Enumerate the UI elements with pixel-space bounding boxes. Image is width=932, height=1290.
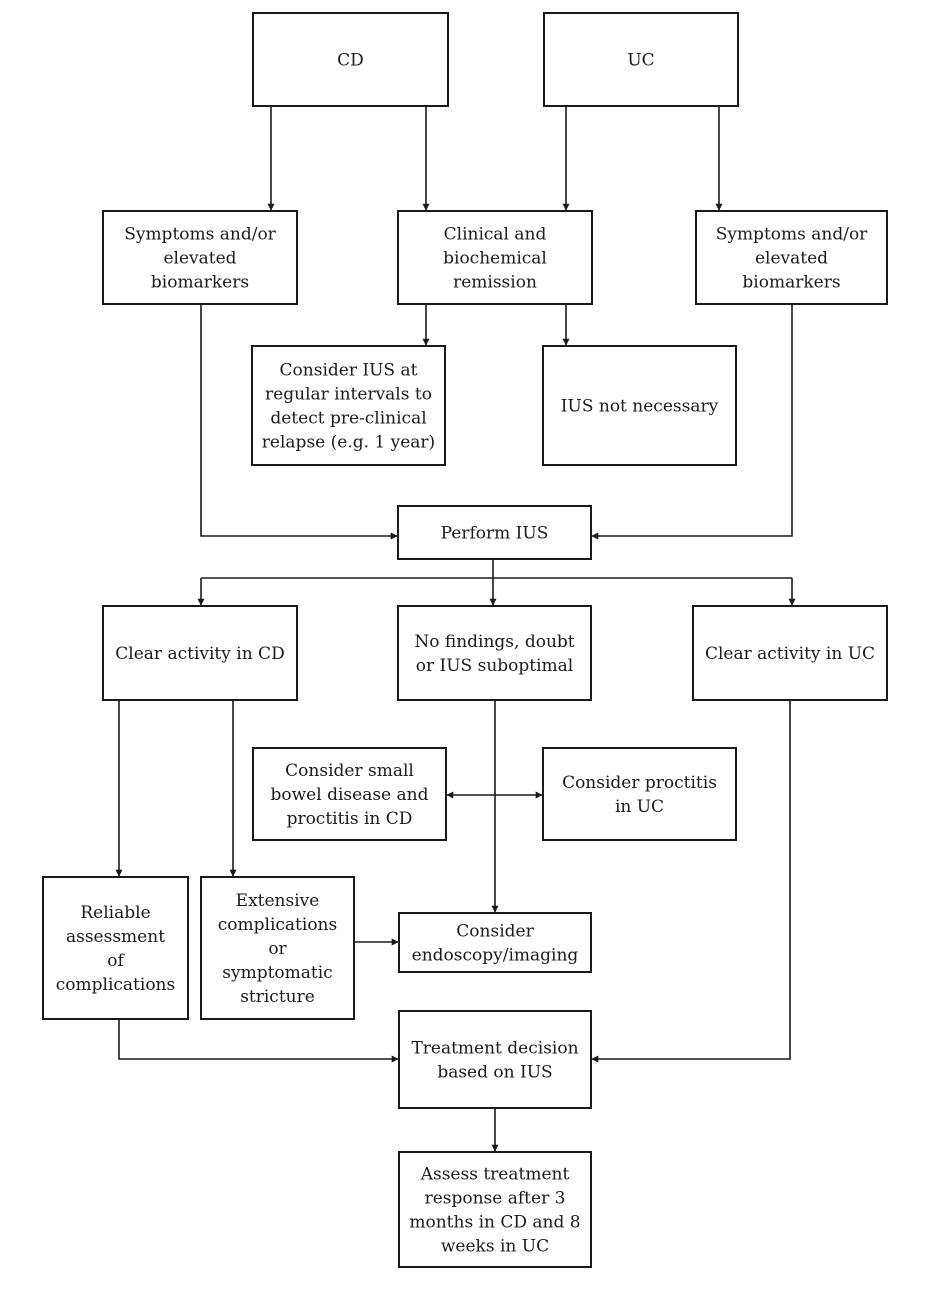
- node-label-line: Consider small: [285, 761, 414, 781]
- node-box: [102, 605, 298, 701]
- node-box: [398, 912, 592, 973]
- node-box: [542, 747, 737, 841]
- node-box: [397, 210, 593, 305]
- node-label-line: Treatment decision: [411, 1039, 578, 1059]
- node-label-line: Clear activity in UC: [705, 644, 875, 664]
- node-label-line: elevated: [755, 249, 828, 269]
- node-clear-cd: Clear activity in CD: [102, 605, 298, 701]
- node-label-line: biomarkers: [742, 273, 840, 293]
- node-label-line: Consider proctitis: [562, 773, 717, 793]
- node-cd-symptoms: Symptoms and/or elevated biomarkers: [102, 210, 298, 305]
- node-label-line: biochemical: [443, 249, 547, 269]
- node-extensive-complications: Extensive complications or symptomatic stric…: [200, 876, 355, 1020]
- node-box: [542, 345, 737, 466]
- node-label-line: complications: [56, 975, 175, 995]
- node-box: [397, 605, 592, 701]
- node-box: [200, 876, 355, 1020]
- node-label-line: in UC: [615, 797, 664, 817]
- node-box: [695, 210, 888, 305]
- node-label-line: Consider: [456, 922, 534, 942]
- node-label-line: proctitis in CD: [287, 809, 413, 829]
- node-box: [42, 876, 189, 1020]
- node-assess-response: Assess treatment response after 3 months i…: [398, 1151, 592, 1268]
- node-box: [102, 210, 298, 305]
- node-small-bowel: Consider small bowel disease and proctitis…: [252, 747, 447, 841]
- nodes-layer: CD UC Symptoms and/or elevated biomarkers Cli…: [42, 12, 888, 1268]
- node-box: [397, 505, 592, 560]
- edge-clear-uc-to-treatment: [591, 700, 791, 1063]
- node-label-line: weeks in UC: [441, 1237, 549, 1257]
- node-clear-uc: Clear activity in UC: [692, 605, 888, 701]
- node-label-line: elevated: [163, 249, 236, 269]
- edge-cd-symptoms-to-perform-ius: [200, 304, 398, 540]
- node-cd: CD: [252, 12, 449, 107]
- edge-reliable-to-treatment: [118, 1019, 399, 1063]
- node-uc: UC: [543, 12, 739, 107]
- node-proctitis-uc: Consider proctitis in UC: [542, 747, 737, 841]
- node-label-line: or IUS suboptimal: [416, 656, 574, 676]
- node-box: [543, 12, 739, 107]
- node-label-line: response after 3: [425, 1189, 566, 1209]
- node-reliable-assessment: Reliable assessment of complications: [42, 876, 189, 1020]
- node-label-line: of: [107, 951, 125, 971]
- edges-layer: [115, 106, 796, 1152]
- node-uc-symptoms: Symptoms and/or elevated biomarkers: [695, 210, 888, 305]
- node-endoscopy: Consider endoscopy/imaging: [398, 912, 592, 973]
- node-label-line: Consider IUS at: [280, 361, 418, 381]
- node-label-line: complications: [218, 915, 337, 935]
- node-label-line: Clear activity in CD: [115, 644, 284, 664]
- node-label-line: assessment: [66, 927, 165, 947]
- node-ius-not-necessary: IUS not necessary: [542, 345, 737, 466]
- node-no-findings: No findings, doubt or IUS suboptimal: [397, 605, 592, 701]
- node-label-line: remission: [453, 273, 537, 293]
- node-box: [252, 12, 449, 107]
- node-label-line: Clinical and: [444, 225, 547, 245]
- node-box: [251, 345, 446, 466]
- node-treatment-decision: Treatment decision based on IUS: [398, 1010, 592, 1109]
- node-label-line: detect pre-clinical: [270, 409, 426, 429]
- node-label-line: UC: [627, 51, 654, 71]
- node-label-line: regular intervals to: [265, 385, 432, 405]
- node-label-line: Extensive: [236, 891, 320, 911]
- node-label-line: Symptoms and/or: [716, 225, 868, 245]
- node-label-line: based on IUS: [437, 1063, 552, 1083]
- node-label-line: biomarkers: [151, 273, 249, 293]
- node-label-line: stricture: [240, 987, 315, 1007]
- node-label-line: Reliable: [80, 903, 150, 923]
- node-label-line: IUS not necessary: [561, 397, 719, 417]
- node-consider-ius-regular: Consider IUS at regular intervals to detec…: [251, 345, 446, 466]
- node-label-line: months in CD and 8: [409, 1213, 580, 1233]
- node-box: [398, 1010, 592, 1109]
- node-label-line: relapse (e.g. 1 year): [262, 433, 435, 453]
- node-box: [252, 747, 447, 841]
- edge-uc-symptoms-to-perform-ius: [591, 304, 793, 540]
- node-perform-ius: Perform IUS: [397, 505, 592, 560]
- node-label-line: symptomatic: [222, 963, 332, 983]
- node-box: [398, 1151, 592, 1268]
- node-label-line: Symptoms and/or: [124, 225, 276, 245]
- node-label-line: No findings, doubt: [414, 632, 574, 652]
- node-label-line: Perform IUS: [441, 524, 549, 544]
- node-label-line: endoscopy/imaging: [412, 946, 579, 966]
- node-label-line: CD: [337, 51, 364, 71]
- node-label-line: or: [268, 939, 287, 959]
- node-box: [692, 605, 888, 701]
- node-label-line: bowel disease and: [271, 785, 429, 805]
- node-remission: Clinical and biochemical remission: [397, 210, 593, 305]
- node-label-line: Assess treatment: [420, 1165, 570, 1185]
